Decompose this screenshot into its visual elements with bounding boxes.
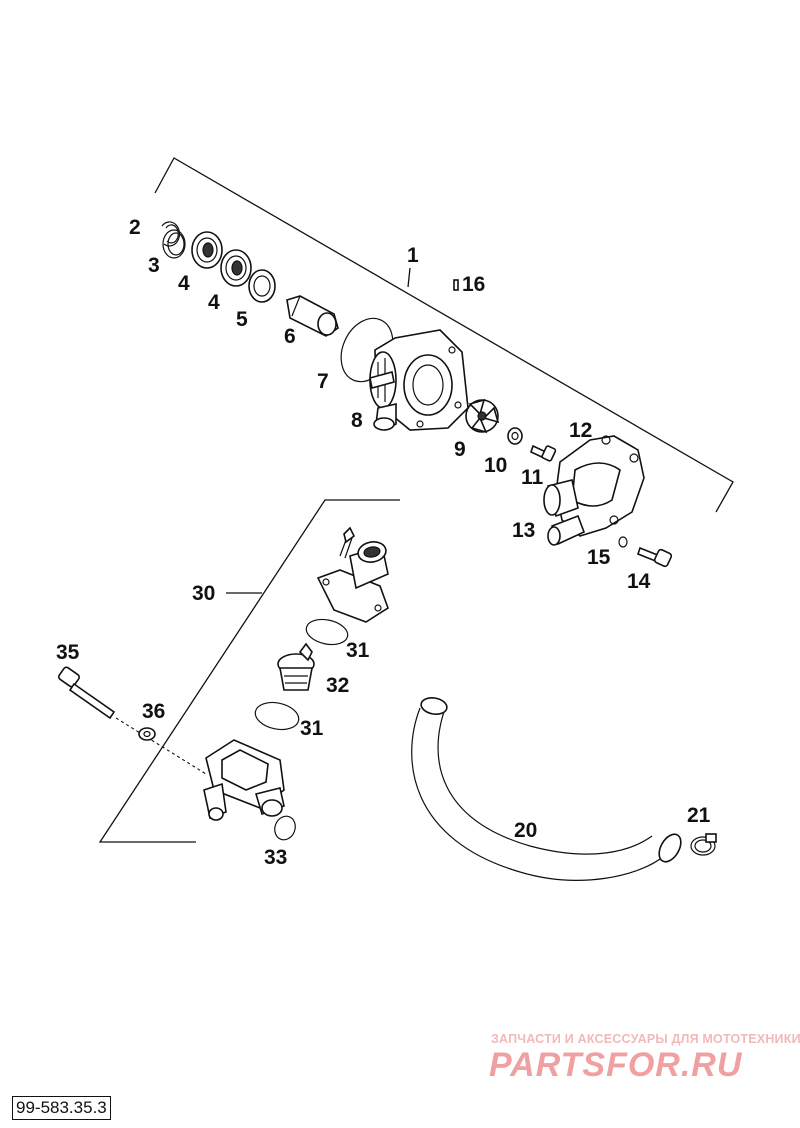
callout-1: 1 — [407, 244, 419, 267]
bolt-part — [57, 666, 207, 775]
coolant-hose-part — [411, 697, 682, 881]
callout-8: 8 — [351, 409, 363, 432]
screw-part — [339, 526, 356, 559]
callout-36: 36 — [142, 700, 165, 723]
callout-20: 20 — [514, 819, 537, 842]
assembly-bracket-1 — [154, 157, 734, 513]
hose-clamp-part — [690, 833, 717, 856]
bearing-part — [220, 249, 252, 287]
callout-12: 12 — [569, 419, 592, 442]
watermark-tagline: ЗАПЧАСТИ И АКСЕССУАРЫ ДЛЯ МОТОТЕХНИКИ — [491, 1032, 800, 1046]
pump-housing-part — [369, 329, 469, 431]
impeller-part — [465, 398, 500, 434]
callout-5: 5 — [236, 308, 248, 331]
callout-2: 2 — [129, 216, 141, 239]
callout-31: 31 — [300, 717, 324, 740]
callout-4: 4 — [208, 291, 220, 314]
pump-cover-part — [543, 435, 645, 546]
callout-30: 30 — [192, 582, 215, 605]
o-ring-part — [254, 701, 300, 731]
callout-35: 35 — [56, 641, 80, 664]
pin-part — [453, 279, 459, 291]
callout-10: 10 — [484, 454, 507, 477]
washer-part — [507, 427, 523, 445]
assembly-bracket-30 — [98, 499, 400, 843]
o-ring-part — [274, 815, 296, 841]
callout-16: 16 — [462, 273, 485, 296]
callout-9: 9 — [454, 438, 466, 461]
callout-21: 21 — [687, 804, 711, 827]
callout-15: 15 — [587, 546, 611, 569]
washer-part — [138, 727, 156, 741]
screw-part — [637, 546, 673, 568]
callout-14: 14 — [627, 570, 651, 593]
thermostat-housing-part — [203, 739, 285, 821]
thermostat-cover-part — [316, 541, 389, 623]
callout-6: 6 — [284, 325, 296, 348]
drawing-id-label: 99-583.35.3 — [12, 1096, 111, 1120]
callout-32: 32 — [326, 674, 349, 697]
shaft-part — [286, 295, 339, 337]
screw-part — [530, 444, 557, 462]
callout-7: 7 — [317, 370, 329, 393]
callout-13: 13 — [512, 519, 535, 542]
o-ring-part — [305, 618, 349, 646]
watermark-logo: PARTSFOR.RU — [489, 1046, 743, 1084]
ring-part — [162, 229, 186, 259]
circlip-part — [161, 221, 181, 247]
callout-11: 11 — [521, 466, 544, 489]
thermostat-part — [277, 642, 315, 691]
callout-31: 31 — [346, 639, 370, 662]
callout-4: 4 — [178, 272, 190, 295]
o-ring-part — [618, 536, 628, 548]
bearing-part — [191, 231, 223, 269]
callout-33: 33 — [264, 846, 287, 869]
callout-3: 3 — [148, 254, 160, 277]
seal-part — [248, 269, 276, 303]
